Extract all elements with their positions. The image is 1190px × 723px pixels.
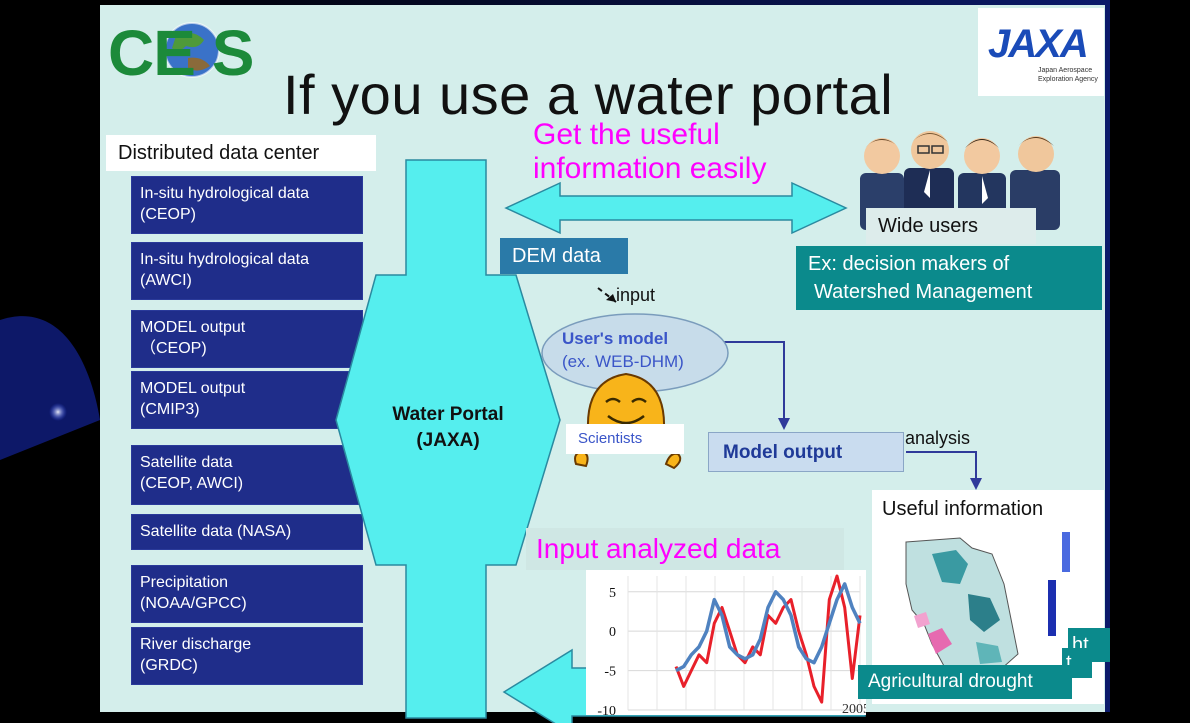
map-legend-bottom (1048, 580, 1056, 636)
source-line2: (CEOP) (140, 206, 196, 223)
chart-ytick-label: -10 (597, 704, 616, 715)
ceos-logo-text: CE S (108, 17, 254, 89)
chart-series-line-2 (675, 582, 862, 673)
source-line2: (CEOP, AWCI) (140, 475, 244, 492)
chart-xtick-label: 2005 (842, 702, 866, 715)
useful-info-easy-line2: information easily (533, 152, 767, 185)
chart-ytick-label: 5 (609, 586, 616, 601)
wide-users-example: Ex: decision makers of Watershed Managem… (796, 246, 1102, 310)
chart-ytick-label: -5 (604, 665, 616, 680)
jaxa-subtitle-line1: Japan Aerospace (1038, 67, 1093, 74)
source-line1: Precipitation (140, 574, 229, 591)
user-model-title: User's model (562, 329, 669, 348)
ceos-logo: CE S (106, 14, 281, 92)
analysis-label: analysis (905, 428, 971, 448)
portal-label: Water Portal (JAXA) (368, 402, 528, 454)
source-satellite-ceop-awci: Satellite data (CEOP, AWCI) (131, 445, 363, 505)
source-line2: (AWCI) (140, 272, 192, 289)
wide-users-example-line1: Ex: decision makers of (808, 253, 1010, 275)
analysis-connector (906, 451, 977, 478)
source-satellite-nasa: Satellite data (NASA) (131, 514, 363, 550)
wide-users-label: Wide users (866, 208, 1036, 244)
time-series-chart: 50-5-102005200620072008 (586, 570, 866, 715)
analysis-arrowhead (970, 478, 982, 490)
jaxa-logo-subtitle: Japan Aerospace Exploration Agency (1038, 66, 1098, 84)
source-line1: MODEL output (140, 319, 246, 336)
slide-title: If you use a water portal (283, 63, 894, 126)
globe-icon (164, 22, 220, 78)
source-line2: (GRDC) (140, 657, 198, 674)
model-output-connector (722, 341, 785, 418)
model-output-box: Model output (708, 432, 904, 472)
chart-ytick-label: 0 (609, 625, 616, 640)
source-line2: （CEOP) (140, 340, 207, 357)
useful-info-easy-text: Get the useful information easily (533, 118, 766, 186)
source-line1: Satellite data (NASA) (140, 523, 292, 540)
portal-label-line2: (JAXA) (416, 430, 480, 451)
source-line1: River discharge (140, 636, 252, 653)
dem-input-label: input (616, 285, 656, 305)
top-double-arrow (504, 181, 848, 235)
dem-input-arrowhead (606, 294, 616, 302)
wide-users-example-line2: Watershed Management (814, 281, 1033, 303)
chart-background (586, 570, 866, 715)
jaxa-logo: JAXA Japan Aerospace Exploration Agency (978, 8, 1104, 96)
source-line2: (NOAA/GPCC) (140, 595, 247, 612)
source-line1: In-situ hydrological data (140, 185, 309, 202)
jaxa-logo-mark: JAXA (988, 22, 1089, 66)
source-river-discharge: River discharge (GRDC) (131, 627, 363, 685)
source-line1: MODEL output (140, 380, 246, 397)
source-line1: In-situ hydrological data (140, 251, 309, 268)
user-model-example: (ex. WEB-DHM) (562, 352, 684, 371)
useful-information-label: Useful information (882, 498, 1044, 520)
dem-data-box: DEM data (500, 238, 628, 274)
source-line1: Satellite data (140, 454, 233, 471)
map-legend-top (1062, 532, 1070, 572)
source-insitu-ceop: In-situ hydrological data (CEOP) (131, 176, 363, 234)
portal-arrow (335, 159, 561, 719)
scientists-label: Scientists (566, 424, 684, 454)
chart-series-line-1 (674, 574, 862, 704)
scientist-character-icon (574, 372, 682, 470)
source-line2: (CMIP3) (140, 401, 200, 418)
source-model-ceop: MODEL output （CEOP) (131, 310, 363, 368)
useful-info-easy-line1: Get the useful (533, 118, 720, 151)
source-model-cmip3: MODEL output (CMIP3) (131, 371, 363, 429)
input-analyzed-data-label: Input analyzed data (526, 528, 844, 570)
distributed-center-header: Distributed data center (106, 135, 376, 171)
model-output-arrowhead (778, 418, 790, 430)
source-insitu-awci: In-situ hydrological data (AWCI) (131, 242, 363, 300)
source-precipitation: Precipitation (NOAA/GPCC) (131, 565, 363, 623)
agricultural-drought-label: Agricultural drought (858, 665, 1072, 699)
jaxa-subtitle-line2: Exploration Agency (1038, 76, 1098, 83)
portal-label-line1: Water Portal (392, 404, 504, 425)
